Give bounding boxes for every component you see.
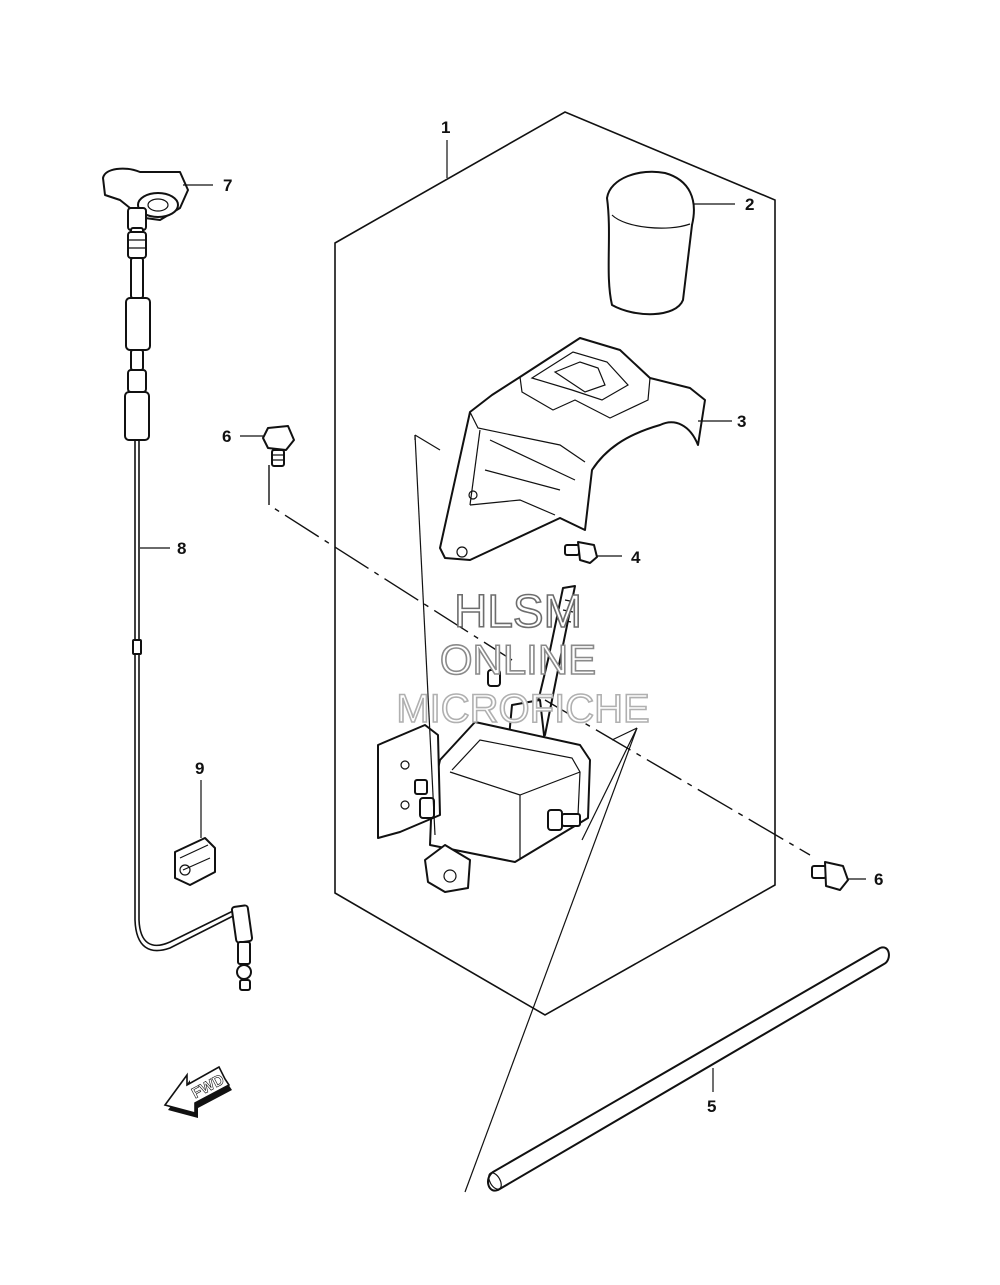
shift-cover[interactable] bbox=[439, 337, 706, 561]
watermark-line-2: ONLINE bbox=[440, 636, 596, 683]
shift-lever-base[interactable] bbox=[377, 585, 591, 893]
callout-9: 9 bbox=[195, 759, 204, 778]
watermark: HLSM ONLINE MICROFICHE bbox=[396, 584, 651, 732]
callout-1: 1 bbox=[441, 118, 450, 137]
cable-fitting-7[interactable] bbox=[102, 167, 189, 243]
cable-clip-9[interactable] bbox=[174, 837, 216, 886]
callout-8: 8 bbox=[177, 539, 186, 558]
callout-7: 7 bbox=[223, 176, 232, 195]
callout-4: 4 bbox=[631, 548, 641, 567]
shift-knob[interactable] bbox=[606, 170, 695, 316]
callout-6-left: 6 bbox=[222, 427, 231, 446]
watermark-line-3: MICROFICHE bbox=[396, 687, 649, 731]
callout-6-right: 6 bbox=[874, 870, 883, 889]
rod-5[interactable] bbox=[486, 946, 890, 1192]
assembly-boundary bbox=[334, 111, 776, 1016]
callout-2: 2 bbox=[745, 195, 754, 214]
bolt-6-left[interactable] bbox=[262, 425, 295, 467]
callout-5: 5 bbox=[707, 1097, 716, 1116]
bolt-4[interactable] bbox=[564, 541, 598, 564]
watermark-line-1: HLSM bbox=[454, 585, 582, 637]
fwd-direction-arrow: FWD bbox=[163, 1065, 232, 1118]
bolt-6-right[interactable] bbox=[811, 861, 849, 891]
control-cable-8[interactable] bbox=[124, 231, 254, 991]
callout-3: 3 bbox=[737, 412, 746, 431]
